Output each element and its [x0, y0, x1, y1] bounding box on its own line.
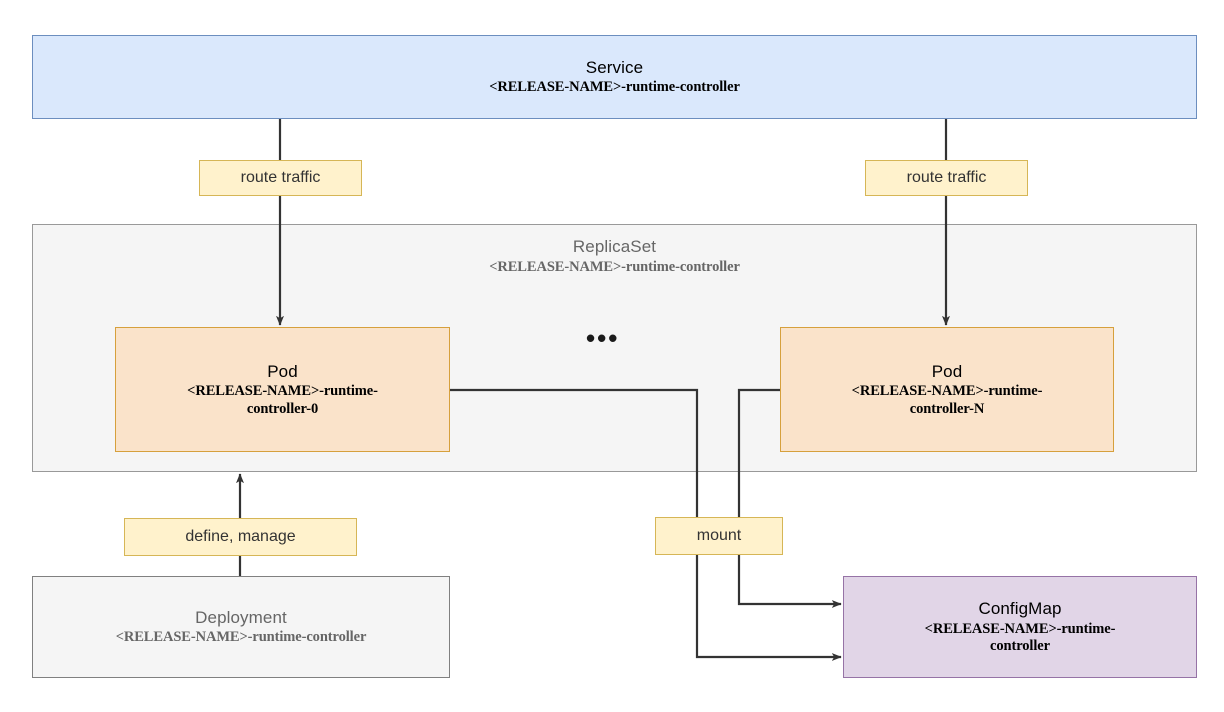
node-pod-first-subtitle-line2: controller-0: [246, 400, 319, 417]
node-replicaset-subtitle: <RELEASE-NAME>-runtime-controller: [489, 258, 740, 275]
node-deployment-title: Deployment: [195, 607, 287, 627]
node-pod-last-title: Pod: [931, 361, 963, 381]
node-pod-last-subtitle-line2: controller-N: [909, 400, 985, 417]
edge-label-route-traffic-right[interactable]: route traffic: [865, 160, 1028, 196]
node-configmap-subtitle-line1: <RELEASE-NAME>-runtime-: [924, 620, 1116, 637]
node-pod-last[interactable]: Pod <RELEASE-NAME>-runtime- controller-N: [780, 327, 1114, 452]
edge-label-mount[interactable]: mount: [655, 517, 783, 555]
edge-label-route-traffic-left[interactable]: route traffic: [199, 160, 362, 196]
node-pod-first[interactable]: Pod <RELEASE-NAME>-runtime- controller-0: [115, 327, 450, 452]
node-pod-first-title: Pod: [267, 361, 298, 381]
node-deployment[interactable]: Deployment <RELEASE-NAME>-runtime-contro…: [32, 576, 450, 678]
node-service-subtitle: <RELEASE-NAME>-runtime-controller: [489, 79, 740, 96]
node-replicaset-header: ReplicaSet <RELEASE-NAME>-runtime-contro…: [33, 237, 1196, 275]
node-configmap[interactable]: ConfigMap <RELEASE-NAME>-runtime- contro…: [843, 576, 1197, 678]
pods-ellipsis: •••: [586, 323, 620, 353]
node-pod-last-subtitle-line1: <RELEASE-NAME>-runtime-: [851, 383, 1043, 400]
node-replicaset-title: ReplicaSet: [572, 237, 657, 256]
node-configmap-subtitle-line2: controller: [990, 638, 1050, 655]
node-service[interactable]: Service <RELEASE-NAME>-runtime-controlle…: [32, 35, 1197, 119]
node-pod-first-subtitle-line1: <RELEASE-NAME>-runtime-: [187, 383, 378, 400]
edge-label-define-manage[interactable]: define, manage: [124, 518, 357, 556]
node-deployment-subtitle: <RELEASE-NAME>-runtime-controller: [115, 629, 367, 646]
node-configmap-title: ConfigMap: [978, 599, 1062, 619]
node-service-title: Service: [585, 57, 644, 77]
